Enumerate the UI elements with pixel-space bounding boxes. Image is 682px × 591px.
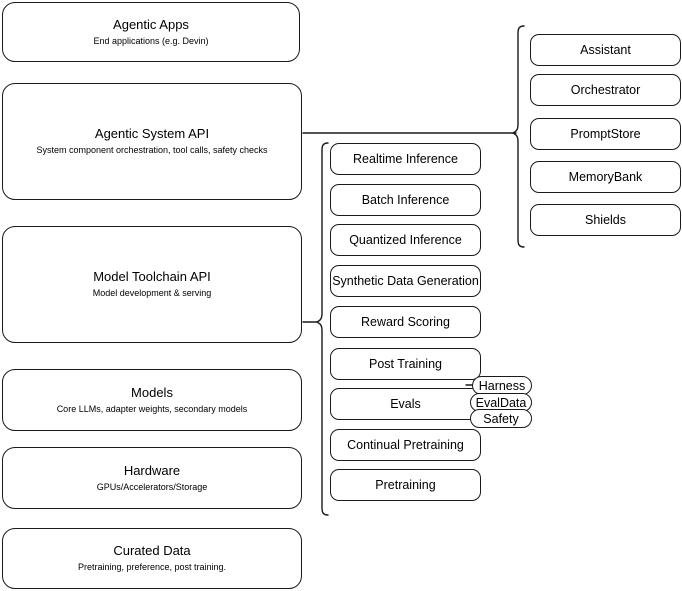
layer-subtitle: Pretraining, preference, post training. [77, 562, 227, 572]
component-batch-inference[interactable]: Batch Inference [330, 184, 481, 216]
subcomponent-harness[interactable]: Harness [472, 376, 532, 395]
layer-title: Model Toolchain API [93, 269, 211, 284]
brace-toolchain-components [316, 142, 329, 516]
component-shields[interactable]: Shields [530, 204, 681, 236]
component-label: Synthetic Data Generation [332, 274, 479, 288]
component-label: Shields [585, 213, 626, 227]
component-label: PromptStore [570, 127, 641, 141]
component-label: Pretraining [375, 478, 436, 492]
component-promptstore[interactable]: PromptStore [530, 118, 681, 150]
component-label: Assistant [580, 43, 631, 57]
layer-title: Models [131, 384, 173, 400]
layer-title: Hardware [123, 462, 181, 478]
layer-models[interactable]: Models Core LLMs, adapter weights, secon… [2, 369, 302, 431]
component-post-training[interactable]: Post Training [330, 348, 481, 380]
component-label: Post Training [369, 357, 442, 371]
component-quantized-inference[interactable]: Quantized Inference [330, 224, 481, 256]
layer-subtitle: Model development & serving [92, 288, 212, 298]
component-label: Evals [390, 397, 421, 411]
component-pretraining[interactable]: Pretraining [330, 469, 481, 501]
component-reward-scoring[interactable]: Reward Scoring [330, 306, 481, 338]
layer-title: Agentic System API [94, 126, 210, 141]
layer-curated-data[interactable]: Curated Data Pretraining, preference, po… [2, 528, 302, 589]
component-label: Continual Pretraining [347, 438, 464, 452]
component-label: Realtime Inference [353, 152, 458, 166]
component-label: Orchestrator [570, 83, 641, 97]
component-label: MemoryBank [568, 170, 643, 184]
layer-subtitle: End applications (e.g. Devin) [93, 35, 209, 46]
layer-title: Agentic Apps [113, 16, 189, 32]
layer-agentic-system-api[interactable]: Agentic System API System component orch… [2, 83, 302, 200]
component-evals[interactable]: Evals [330, 388, 481, 420]
layer-subtitle: Core LLMs, adapter weights, secondary mo… [56, 403, 248, 414]
layer-model-toolchain-api[interactable]: Model Toolchain API Model development & … [2, 226, 302, 343]
component-memorybank[interactable]: MemoryBank [530, 161, 681, 193]
brace-agentic-components [512, 25, 525, 248]
subcomponent-label: EvalData [475, 395, 527, 410]
component-synthetic-data-generation[interactable]: Synthetic Data Generation [330, 265, 481, 297]
layer-subtitle: GPUs/Accelerators/Storage [96, 481, 208, 492]
subcomponent-label: Harness [478, 378, 526, 393]
layer-subtitle: System component orchestration, tool cal… [36, 145, 268, 155]
component-label: Batch Inference [361, 193, 450, 207]
subcomponent-evaldata[interactable]: EvalData [470, 393, 532, 412]
component-assistant[interactable]: Assistant [530, 34, 681, 66]
subcomponent-label: Safety [483, 411, 519, 426]
component-realtime-inference[interactable]: Realtime Inference [330, 143, 481, 175]
component-label: Quantized Inference [349, 233, 462, 247]
component-label: Reward Scoring [361, 315, 450, 329]
component-orchestrator[interactable]: Orchestrator [530, 74, 681, 106]
layer-agentic-apps[interactable]: Agentic Apps End applications (e.g. Devi… [2, 2, 300, 62]
layer-title: Curated Data [113, 543, 191, 558]
component-continual-pretraining[interactable]: Continual Pretraining [330, 429, 481, 461]
layer-hardware[interactable]: Hardware GPUs/Accelerators/Storage [2, 447, 302, 509]
subcomponent-safety[interactable]: Safety [470, 409, 532, 428]
